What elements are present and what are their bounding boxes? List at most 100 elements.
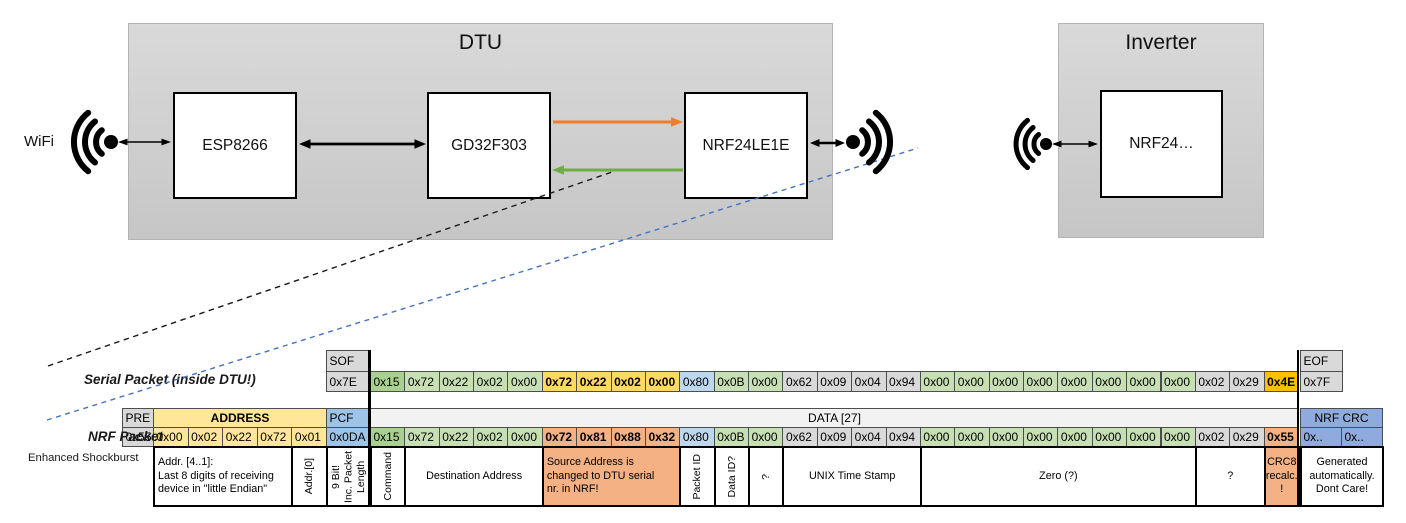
annotation-cell: Command (370, 446, 407, 507)
byte-cell: 0x02 (473, 371, 509, 392)
byte-cell: 0x00 (1057, 371, 1093, 392)
annotation-cell: Addr.[0] (291, 446, 328, 507)
byte-cell: 0x00 (1091, 427, 1128, 447)
eof-header: EOF (1300, 350, 1343, 372)
byte-cell: 0x00 (1091, 371, 1128, 392)
address-byte: 0x22 (222, 427, 258, 447)
byte-cell: 0x55 (1263, 427, 1299, 447)
annotation-cell: Addr. [4..1]: Last 8 digits of receiving… (153, 446, 293, 507)
byte-cell: 0x94 (885, 427, 921, 447)
address-byte: 0x02 (187, 427, 224, 447)
data-frame-line-right (1296, 350, 1300, 505)
byte-cell: 0x04 (851, 427, 887, 447)
sof-value: 0x7E (326, 371, 371, 392)
annotation-cell: Destination Address (404, 446, 544, 507)
byte-cell: 0x72 (404, 371, 440, 392)
address-byte: 0x00 (153, 427, 189, 447)
annotation-cell: ? (1194, 446, 1266, 507)
data-header-band: DATA [27] (370, 408, 1299, 428)
byte-cell: 0x80 (679, 371, 715, 392)
byte-cell: 0x81 (576, 427, 612, 447)
annotation-cell: Zero (?) (919, 446, 1197, 507)
byte-cell: 0x0B (713, 371, 750, 392)
byte-cell: 0x0B (713, 427, 750, 447)
component-esp8266: ESP8266 (173, 92, 297, 199)
nrf-packet-label: NRF Packet (88, 429, 164, 444)
byte-cell: 0x00 (507, 427, 543, 447)
byte-cell: 0x00 (1023, 371, 1059, 392)
byte-cell: 0x00 (1160, 371, 1196, 392)
byte-cell: 0x00 (1057, 427, 1093, 447)
address-byte: 0x01 (291, 427, 327, 447)
byte-cell: 0x04 (851, 371, 887, 392)
byte-cell: 0x62 (782, 371, 818, 392)
byte-cell: 0x72 (541, 371, 578, 392)
byte-cell: 0x94 (885, 371, 921, 392)
byte-cell: 0x72 (541, 427, 578, 447)
dtu-title: DTU (458, 31, 503, 54)
annotation-cell: Packet ID (679, 446, 716, 507)
byte-cell: 0x22 (438, 427, 475, 447)
byte-cell: 0x09 (816, 371, 853, 392)
annotation-cell: Generated automatically. Dont Care! (1300, 446, 1384, 507)
annotation-cell: Data ID? (713, 446, 751, 507)
eof-value: 0x7F (1300, 371, 1343, 392)
wifi-label: WiFi (24, 133, 54, 150)
nrf-crc-header: NRF CRC (1300, 408, 1383, 428)
byte-cell: 0x02 (1194, 427, 1231, 447)
byte-cell: 0x02 (473, 427, 509, 447)
address-header: ADDRESS (153, 408, 327, 428)
pre-value: 0x55 (122, 427, 154, 447)
byte-cell: 0x22 (576, 371, 612, 392)
byte-cell: 0x00 (1023, 427, 1059, 447)
byte-cell: 0x00 (1160, 427, 1196, 447)
byte-cell: 0x00 (954, 371, 990, 392)
byte-cell: 0x02 (1194, 371, 1231, 392)
annotation-vertical-text: Addr.[0] (303, 458, 316, 495)
byte-cell: 0x32 (644, 427, 681, 447)
byte-cell: 0x02 (610, 371, 646, 392)
pcf-header: PCF (326, 408, 371, 428)
address-byte: 0x72 (256, 427, 293, 447)
annotation-cell: UNIX Time Stamp (782, 446, 922, 507)
wifi-icon-left (70, 109, 118, 175)
byte-cell: 0x15 (370, 371, 406, 392)
annotation-cell: Source Address is changed to DTU serial … (541, 446, 682, 507)
enhanced-shockburst-label: Enhanced Shockburst (28, 452, 139, 464)
byte-cell: 0x29 (1229, 371, 1265, 392)
byte-cell: 0x00 (988, 371, 1025, 392)
byte-cell: 0x00 (988, 427, 1025, 447)
sof-header: SOF (326, 350, 371, 372)
annotation-vertical-text: ? (759, 473, 772, 480)
component-gd32f303: GD32F303 (427, 92, 551, 199)
byte-cell: 0x00 (507, 371, 543, 392)
byte-cell: 0x00 (919, 371, 956, 392)
byte-cell: 0x00 (644, 371, 681, 392)
component-nrf24-inverter: NRF24… (1100, 90, 1223, 198)
pcf-value: 0x0DA (326, 427, 371, 447)
nrf-crc-value: 0x.. (1300, 427, 1342, 447)
byte-cell: 0x00 (1126, 427, 1162, 447)
wifi-icon-inverter (1013, 117, 1052, 171)
annotation-vertical-text: Data ID? (725, 455, 738, 498)
byte-cell: 0x09 (816, 427, 853, 447)
data-frame-line-left (368, 350, 371, 505)
byte-cell: 0x72 (404, 427, 440, 447)
byte-cell: 0x29 (1229, 427, 1265, 447)
byte-cell: 0x00 (748, 371, 784, 392)
byte-cell: 0x15 (370, 427, 406, 447)
pre-header: PRE (122, 408, 154, 428)
byte-cell: 0x22 (438, 371, 475, 392)
byte-cell: 0x62 (782, 427, 818, 447)
annotation-cell: 9 Bit! Inc. Packet Length (326, 446, 372, 507)
byte-cell: 0x00 (954, 427, 990, 447)
component-nrf24le1e: NRF24LE1E (684, 92, 808, 199)
annotation-cell: ? (748, 446, 785, 507)
serial-packet-label: Serial Packet (inside DTU!) (84, 372, 256, 387)
annotation-vertical-text: Packet ID (691, 453, 704, 500)
byte-cell: 0x4E (1263, 371, 1299, 392)
annotation-vertical-text: 9 Bit! Inc. Packet Length (330, 450, 368, 503)
byte-cell: 0x00 (919, 427, 956, 447)
annotation-vertical-text: Command (381, 452, 394, 501)
